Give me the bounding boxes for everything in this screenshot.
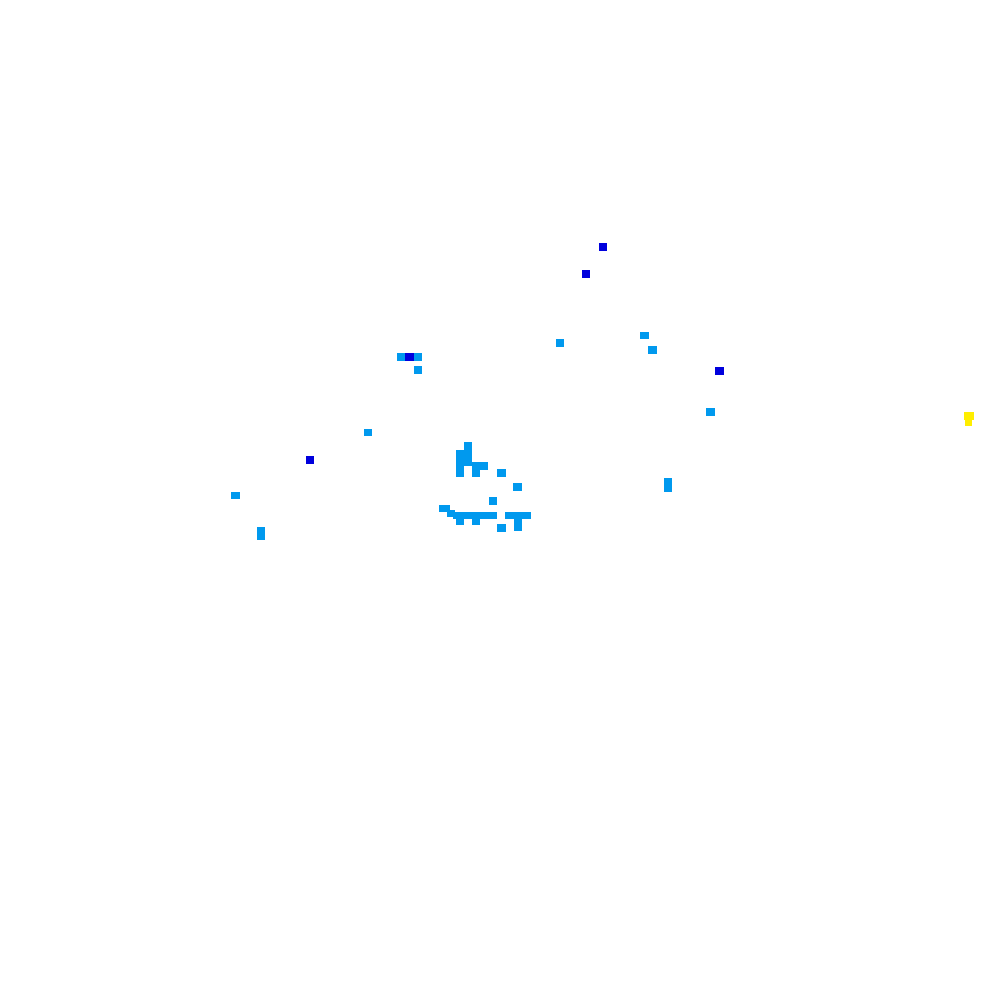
map-cell-light [489, 497, 497, 505]
map-cell-light [364, 429, 372, 436]
map-cell-light [706, 408, 715, 416]
map-cell-light [664, 478, 672, 492]
map-cell-light [231, 492, 240, 499]
map-cell-dark [405, 353, 414, 361]
map-cell-light [447, 510, 455, 517]
map-cell-light [397, 353, 405, 361]
map-cell-light [453, 512, 497, 519]
map-cell-highlight [964, 412, 974, 420]
map-cell-light [456, 466, 464, 477]
map-cell-light [505, 512, 531, 519]
map-cell-light [464, 442, 472, 451]
map-cell-light [472, 462, 488, 470]
map-cell-light [513, 483, 522, 491]
map-cell-highlight [965, 420, 972, 426]
map-cell-dark [715, 367, 724, 375]
map-cell-light [648, 346, 657, 354]
map-cell-light [556, 339, 564, 347]
map-cell-light [472, 470, 480, 477]
map-cell-light [414, 353, 422, 361]
map-cell-light [456, 519, 464, 525]
map-cell-light [472, 519, 480, 525]
map-cell-light [439, 505, 450, 512]
map-cell-light [414, 366, 422, 374]
map-cell-light [257, 527, 265, 540]
map-cell-light [640, 332, 649, 339]
map-cell-light [497, 524, 506, 532]
map-cell-dark [599, 243, 607, 251]
map-cell-light [456, 450, 472, 466]
map-cell-light [497, 469, 506, 477]
map-cell-dark [582, 270, 590, 278]
map-cell-dark [306, 456, 314, 464]
map-cell-light [514, 519, 522, 531]
